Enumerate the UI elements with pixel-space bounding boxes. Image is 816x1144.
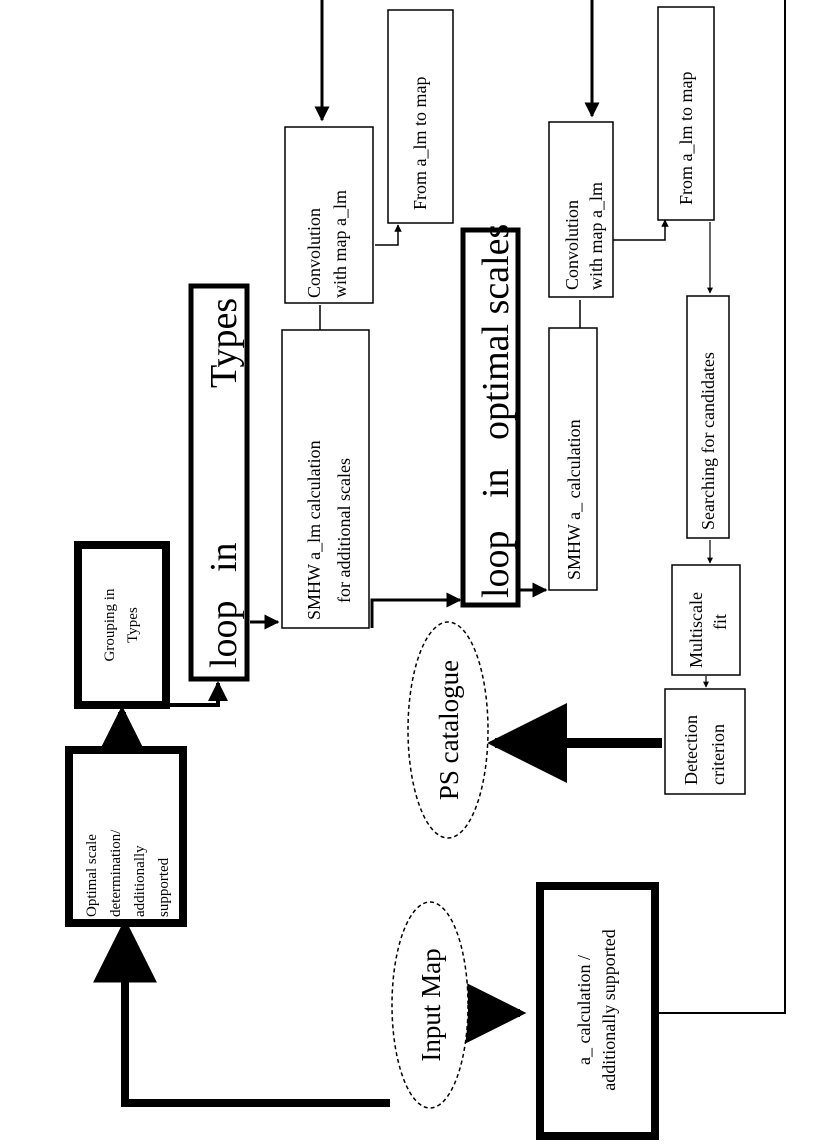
loop-types-node: loop in Types — [188, 283, 250, 682]
smhw-calc-label: SMHW a_ calculation — [564, 419, 584, 580]
arrow-input-to-optimal — [93, 918, 390, 1107]
optimal-scale-line-2: determination/ — [108, 829, 124, 917]
loop-optimal-node: loop in optimal scales — [460, 224, 521, 608]
smhw-calc-node: SMHW a_ calculation — [548, 327, 598, 591]
input-map-node: Input Map — [391, 901, 469, 1109]
detection-line-1: Detection — [681, 715, 701, 785]
alm-calculation-node: a_ calculation / additionally supported — [536, 882, 659, 1140]
searching-node: Searching for candidates — [686, 295, 730, 539]
loop-optimal-word-3: optimal scales — [475, 224, 517, 440]
grouping-line-2: Types — [125, 607, 141, 643]
ps-catalogue-node: PS catalogue — [407, 621, 489, 839]
arrow-conv1-to-from1 — [375, 224, 402, 246]
input-map-label: Input Map — [416, 948, 446, 1061]
from-alm-1-node: From a_lm to map — [387, 9, 454, 224]
alm-calc-line-1: a_ calculation / — [574, 955, 594, 1065]
loop-optimal-word-2: in — [475, 468, 517, 498]
searching-label: Searching for candidates — [698, 352, 718, 530]
convolution-2-line-2: with map a_lm — [586, 182, 606, 290]
detection-line-2: criterion — [708, 724, 728, 785]
convolution-1-line-1: Convolution — [304, 208, 324, 298]
from-alm-1-label: From a_lm to map — [410, 77, 430, 211]
smhw-additional-line-2: for additional scales — [334, 458, 354, 603]
detection-node: Detection criterion — [664, 688, 746, 795]
loop-types-word-3: Types — [203, 298, 245, 388]
alm-calc-line-2: additionally supported — [599, 929, 619, 1090]
convolution-1-line-2: with map a_lm — [330, 190, 350, 298]
convolution-2-node: Convolution with map a_lm — [548, 121, 614, 298]
grouping-node: Grouping in Types — [74, 541, 170, 709]
grouping-line-1: Grouping in — [102, 588, 118, 661]
loop-types-word-1: loop — [203, 600, 245, 668]
loop-types-word-2: in — [203, 542, 245, 572]
arrow-grouping-to-loop — [170, 681, 228, 707]
convolution-2-line-1: Convolution — [562, 200, 582, 290]
optimal-scale-line-1: Optimal scale — [84, 834, 100, 917]
arrow-smhw-to-loop-optimal — [370, 592, 462, 628]
smhw-additional-line-1: SMHW a_lm calculation — [304, 440, 324, 620]
optimal-scale-line-4: supported — [156, 857, 172, 917]
optimal-scale-line-3: additionally — [132, 845, 148, 917]
multiscale-line-2: fit — [710, 614, 730, 630]
loop-back-line — [656, 0, 786, 1014]
ps-catalogue-label: PS catalogue — [434, 660, 464, 800]
smhw-additional-node: SMHW a_lm calculation for additional sca… — [281, 329, 370, 629]
from-alm-2-label: From a_lm to map — [676, 72, 696, 206]
from-alm-2-node: From a_lm to map — [657, 6, 715, 221]
loop-optimal-word-1: loop — [475, 530, 517, 598]
arrow-conv2-to-from2 — [613, 219, 669, 241]
optimal-scale-node: Optimal scale determination/ additionall… — [65, 746, 187, 927]
convolution-1-node: Convolution with map a_lm — [284, 126, 374, 304]
multiscale-node: Multiscale fit — [671, 564, 741, 676]
multiscale-line-1: Multiscale — [686, 592, 706, 668]
